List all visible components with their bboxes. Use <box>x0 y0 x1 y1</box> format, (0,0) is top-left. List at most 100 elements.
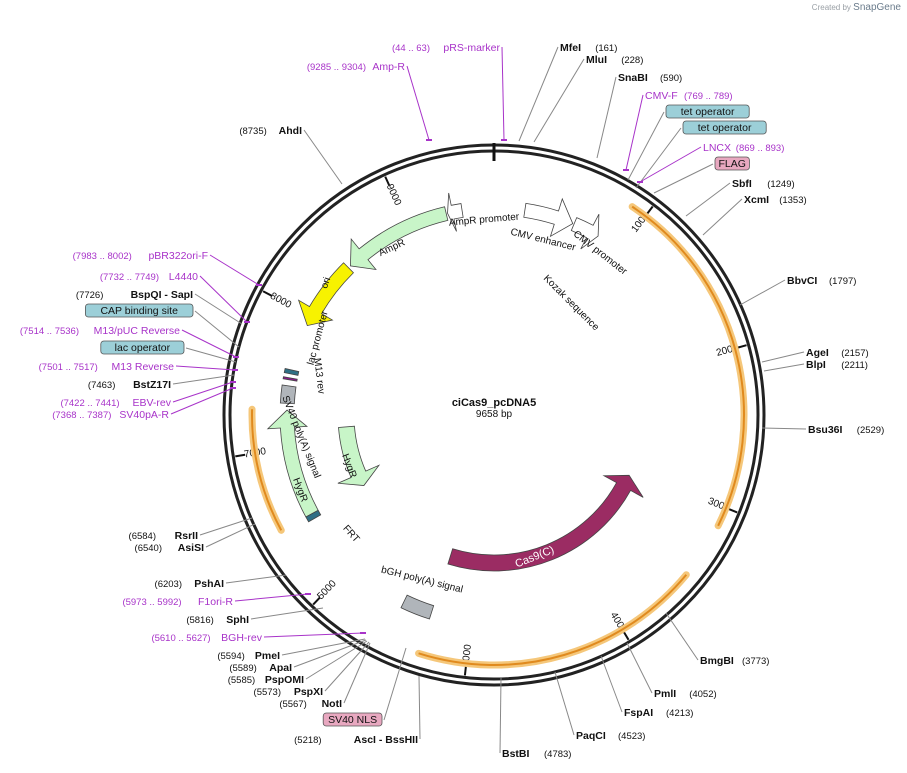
leader-line <box>625 94 644 171</box>
leader-line <box>653 163 714 194</box>
label-name: PaqCI <box>576 730 606 742</box>
outer-annotation-labels: MfeI(161)MluI(228)SnaBI(590)CMV-F(769 ..… <box>20 42 884 760</box>
tag-box <box>682 120 767 135</box>
outer-label-tag-pink: SV40 NLS <box>322 712 383 727</box>
label-name: XcmI <box>744 194 769 206</box>
label-name: SphI <box>226 614 249 626</box>
tag-text: lac operator <box>115 342 171 354</box>
outer-label-enzyme: PaqCI(4523) <box>576 730 645 742</box>
feature-m13-rev <box>282 376 298 382</box>
label-name: FspAI <box>624 707 653 719</box>
label-position: (5610 .. 5627) <box>151 633 210 644</box>
label-position: (5973 .. 5992) <box>122 597 181 608</box>
tick-label: 9000 <box>384 182 403 207</box>
label-name: AgeI <box>806 347 829 359</box>
outer-label-tag-pink: FLAG <box>714 156 750 171</box>
outer-label-enzyme: PspXI(5573) <box>254 686 324 698</box>
label-position: (5218) <box>294 735 321 746</box>
tick-mark <box>463 665 468 676</box>
outer-label-tag-blue: lac operator <box>100 340 185 355</box>
outer-label-enzyme: PspOMI (5585) <box>228 674 304 686</box>
leader-line <box>554 671 575 736</box>
label-position: (7732 .. 7749) <box>100 272 159 283</box>
inner-label: Kozak sequence <box>541 273 601 333</box>
outer-label-enzyme: PmlI(4052) <box>654 688 717 700</box>
label-position: (7422 .. 7441) <box>60 398 119 409</box>
leader-line <box>281 638 366 656</box>
outer-label-enzyme: AhdI(8735) <box>239 125 302 137</box>
plasmid-name: ciCas9_pcDNA5 <box>451 397 537 409</box>
leader-line <box>199 517 253 536</box>
outer-label-primer: LNCX(869 .. 893) <box>703 142 784 154</box>
tick-mark <box>312 596 321 606</box>
tag-text: SV40 NLS <box>328 714 377 726</box>
label-name: PspOMI <box>265 674 304 686</box>
outer-label-tag-blue: tet operator <box>682 120 767 135</box>
tag-box <box>100 340 185 355</box>
backbone-ring <box>222 143 766 687</box>
leader-line <box>305 640 368 680</box>
label-position: (5589) <box>229 663 256 674</box>
label-name: BlpI <box>806 359 826 371</box>
leader-line <box>665 612 699 661</box>
label-name: BspQI - SapI <box>131 289 194 301</box>
orf-track-line <box>631 205 745 527</box>
leader-line <box>383 647 407 721</box>
label-position: (2529) <box>857 425 884 436</box>
label-position: (5585) <box>228 675 255 686</box>
leader-line <box>739 279 786 306</box>
label-position: (7983 .. 8002) <box>73 251 132 262</box>
outer-label-enzyme: XcmI(1353) <box>744 194 807 206</box>
label-name: CMV-F <box>645 90 678 102</box>
outer-label-primer: EBV-rev(7422 .. 7441) <box>60 397 171 409</box>
inner-label: FRT <box>340 523 361 545</box>
label-position: (44 .. 63) <box>392 43 430 54</box>
label-position: (1249) <box>767 179 794 190</box>
label-name: Amp-R <box>372 61 405 73</box>
feature-sv40-poly-a-signal <box>279 384 297 405</box>
label-position: (769 .. 789) <box>684 91 733 102</box>
label-position: (7463) <box>88 380 115 391</box>
outer-label-enzyme: MluI(228) <box>586 54 643 66</box>
plasmid-size: 9658 bp <box>475 409 513 420</box>
tick-mark <box>645 205 654 216</box>
label-name: ApaI <box>269 662 292 674</box>
outer-label-enzyme: BstBI(4783) <box>502 748 571 760</box>
tick-mark <box>622 630 630 641</box>
outer-label-tag-blue: tet operator <box>665 104 750 119</box>
outer-label-enzyme: ApaI (5589) <box>229 662 292 674</box>
label-name: AsiSI <box>178 542 204 554</box>
tick-mark <box>384 176 391 187</box>
outer-label-enzyme: NotI(5567) <box>279 698 342 710</box>
orf-track-line <box>418 574 688 666</box>
leader-line <box>600 655 623 713</box>
feature-cmv-promoter <box>570 213 600 250</box>
label-position: (5816) <box>186 615 213 626</box>
label-position: (5594) <box>217 651 244 662</box>
orf-track <box>628 203 748 530</box>
tag-box <box>322 712 383 727</box>
label-name: BstZ17I <box>133 379 171 391</box>
leader-line <box>263 632 364 638</box>
label-name: BbvCI <box>787 275 817 287</box>
leader-line <box>181 329 237 358</box>
outer-label-enzyme: SnaBI(590) <box>618 72 682 84</box>
label-name: PspXI <box>294 686 323 698</box>
leader-line <box>627 111 665 181</box>
feature-arcs: Cas9(C) <box>248 192 748 669</box>
outer-label-primer: SV40pA-R(7368 .. 7387) <box>52 409 169 421</box>
leader-line <box>209 254 260 286</box>
leader-line <box>172 381 234 403</box>
leader-line <box>596 76 617 159</box>
label-position: (2211) <box>841 360 868 371</box>
tag-text: CAP binding site <box>100 305 178 317</box>
leader-line <box>343 642 371 704</box>
feature-hygr-outer <box>266 409 319 518</box>
label-position: (8735) <box>239 126 266 137</box>
label-name: pRS-marker <box>443 42 500 54</box>
leader-line <box>175 365 236 371</box>
outer-label-enzyme: RsrII(6584) <box>129 530 199 542</box>
inner-label: M13 rev <box>311 357 326 394</box>
label-name: M13/pUC Reverse <box>94 325 181 337</box>
